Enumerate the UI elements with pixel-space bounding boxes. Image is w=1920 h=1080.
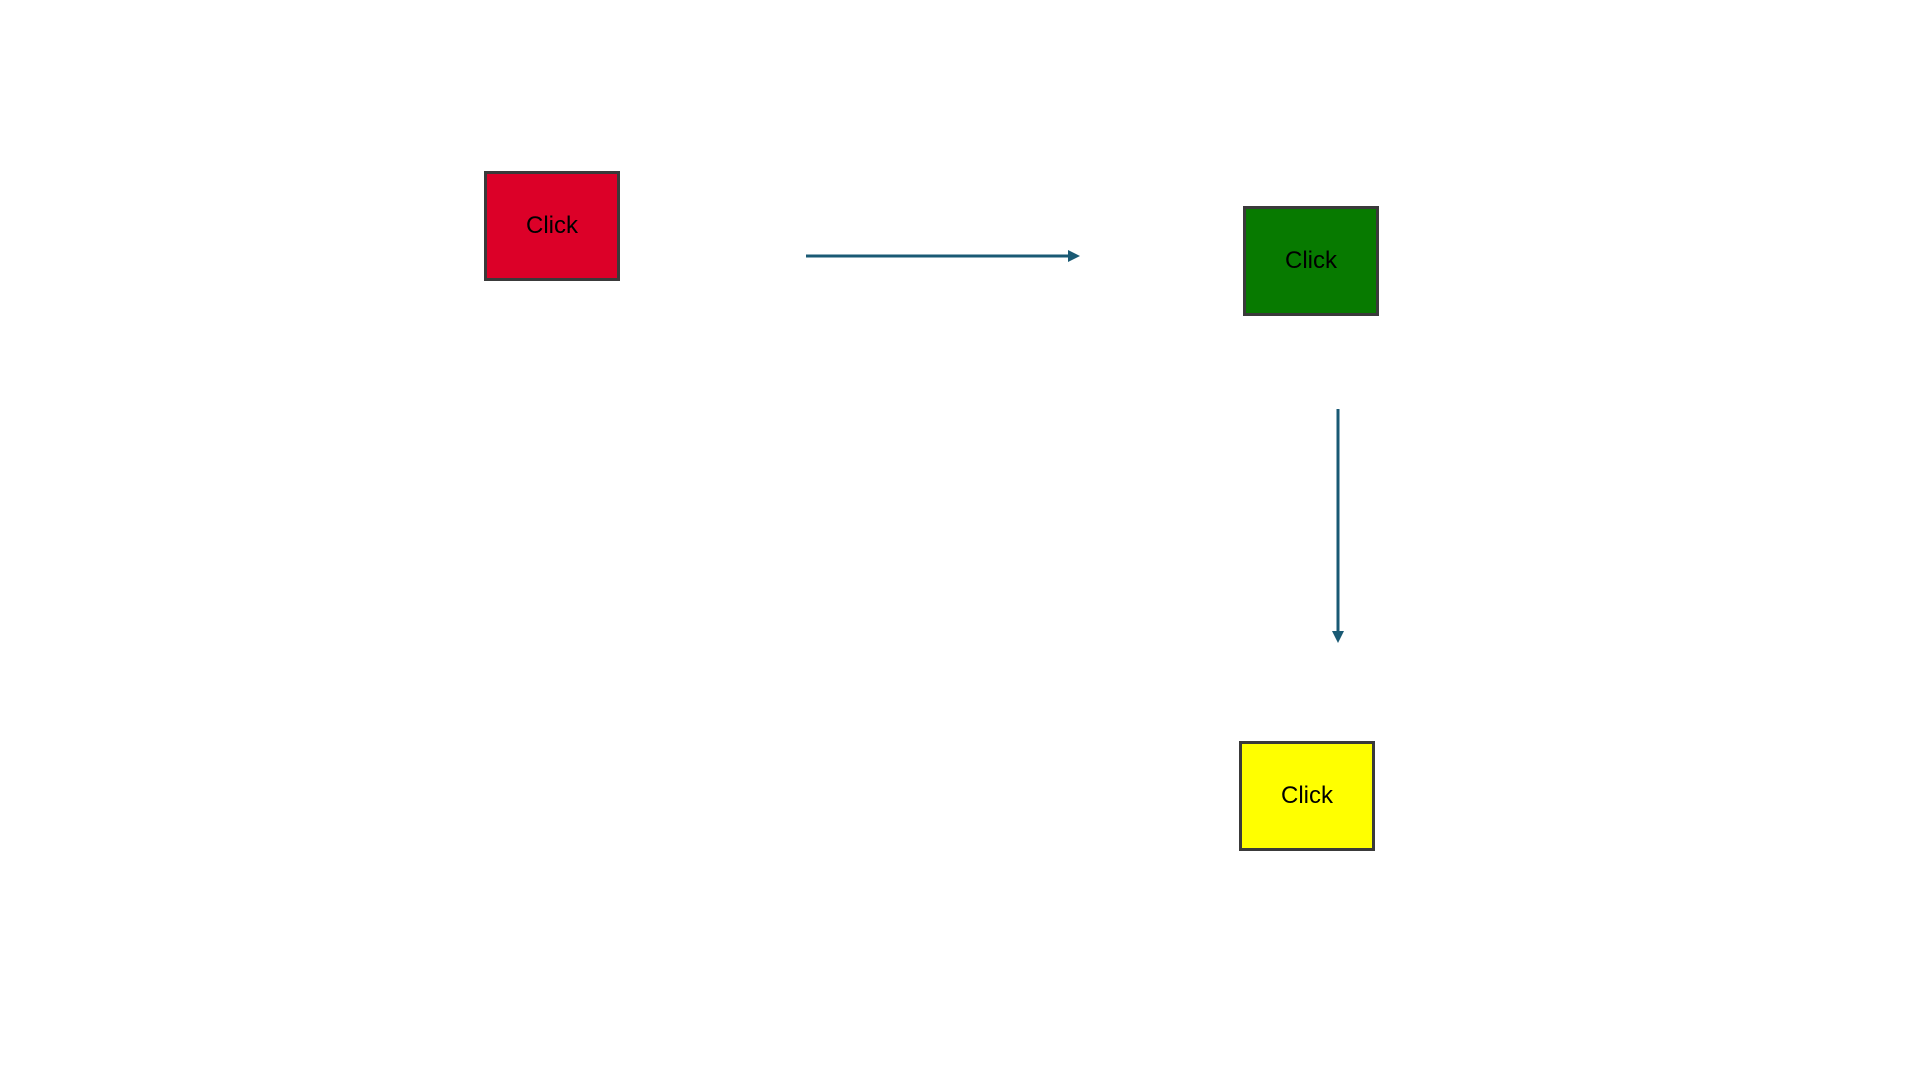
down-arrow-connector bbox=[1332, 409, 1344, 643]
down-arrow-head bbox=[1332, 631, 1344, 643]
right-arrow-connector bbox=[806, 250, 1080, 262]
red-click-button[interactable]: Click bbox=[484, 171, 620, 281]
right-arrow-head bbox=[1068, 250, 1080, 262]
yellow-click-button[interactable]: Click bbox=[1239, 741, 1375, 851]
green-click-button[interactable]: Click bbox=[1243, 206, 1379, 316]
